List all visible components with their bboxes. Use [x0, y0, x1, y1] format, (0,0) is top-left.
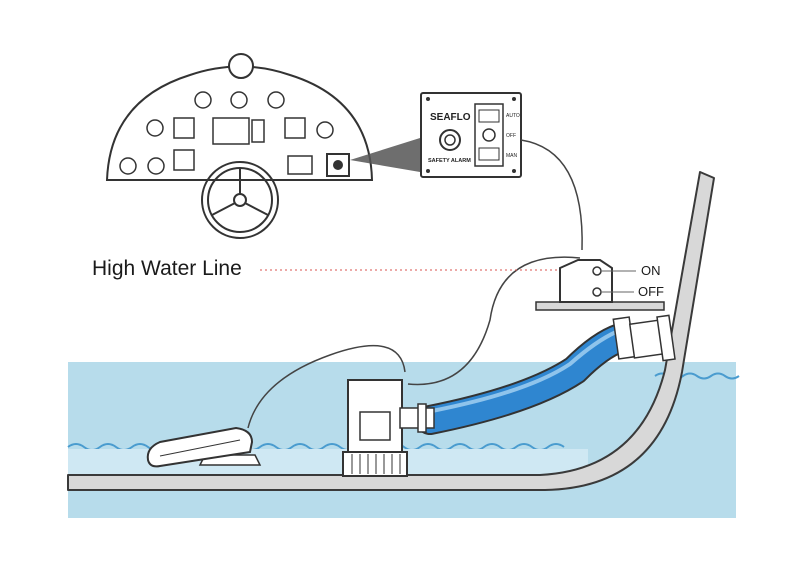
mode-man-label: MAN: [506, 153, 518, 159]
discharge-hose: [415, 323, 635, 435]
mode-off-label: OFF: [506, 133, 516, 139]
steering-wheel-icon: [201, 161, 279, 239]
boat-dashboard: [105, 53, 420, 239]
boat-hull: [67, 171, 715, 491]
safety-alarm-panel: SEAFLO SAFETY ALARM AUTO OFF MAN: [420, 92, 522, 178]
panel-caption: SAFETY ALARM: [428, 158, 471, 164]
top-light-icon: [228, 53, 254, 79]
through-hull-fitting: [612, 314, 676, 362]
bilge-pump: [342, 379, 435, 477]
switch-off-label: OFF: [638, 284, 664, 299]
mode-auto-label: AUTO: [506, 113, 520, 119]
wiring: [247, 139, 583, 429]
switch-on-label: ON: [641, 263, 661, 278]
water-sensor: [146, 426, 262, 468]
float-switch: [535, 259, 665, 311]
zoom-callout: [350, 138, 420, 172]
panel-brand: SEAFLO: [430, 112, 471, 123]
high-water-line-label: High Water Line: [92, 257, 242, 280]
